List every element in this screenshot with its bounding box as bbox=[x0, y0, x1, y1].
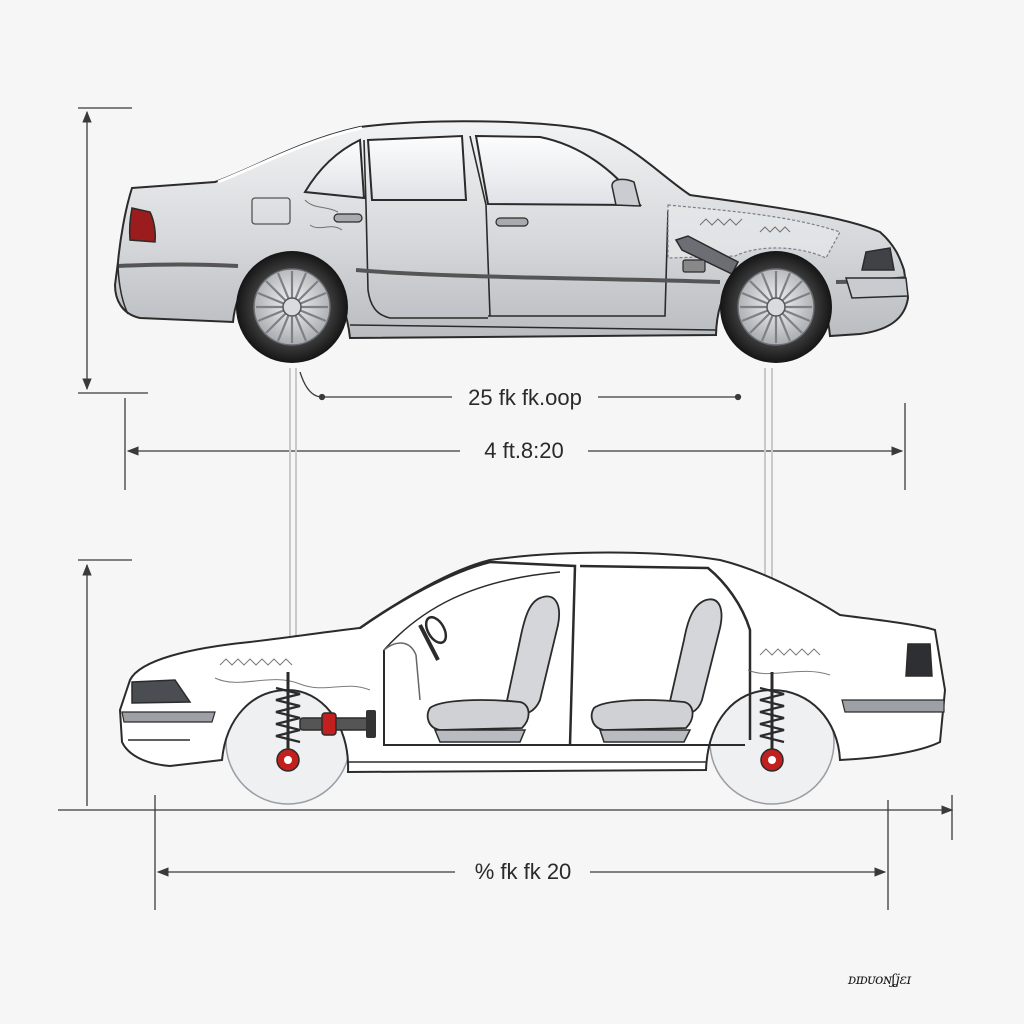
rear-seat bbox=[590, 598, 723, 743]
wheelbase-dimension-label: 25 fk fk.oop bbox=[460, 385, 590, 411]
exterior-side-view-car bbox=[113, 120, 910, 363]
rear-window bbox=[303, 138, 366, 200]
rear-wheel bbox=[236, 251, 348, 363]
artist-signature: ᴅɪᴅᴜᴏɴʃʝɛɪ bbox=[848, 972, 911, 988]
overall-length-dimension-label: 4 ft.8:20 bbox=[476, 438, 572, 464]
side-mirror bbox=[611, 178, 641, 207]
steering-wheel bbox=[418, 624, 440, 661]
front-shock-absorber bbox=[674, 235, 740, 275]
taillight bbox=[128, 207, 156, 243]
headlight bbox=[861, 247, 895, 271]
cutaway-side-view-car bbox=[118, 551, 947, 805]
cutaway-front-section bbox=[667, 204, 841, 259]
front-suspension-strut bbox=[275, 672, 301, 772]
front-wheel bbox=[720, 251, 832, 363]
headlight bbox=[131, 679, 192, 704]
drive-shaft bbox=[299, 710, 376, 738]
taillight bbox=[905, 643, 933, 677]
rear-door-window bbox=[366, 134, 468, 201]
lower-length-dimension-label: % fk fk 20 bbox=[466, 859, 580, 885]
rear-suspension-strut bbox=[759, 672, 785, 772]
front-seat bbox=[426, 595, 560, 743]
dimension-lines bbox=[58, 107, 954, 910]
